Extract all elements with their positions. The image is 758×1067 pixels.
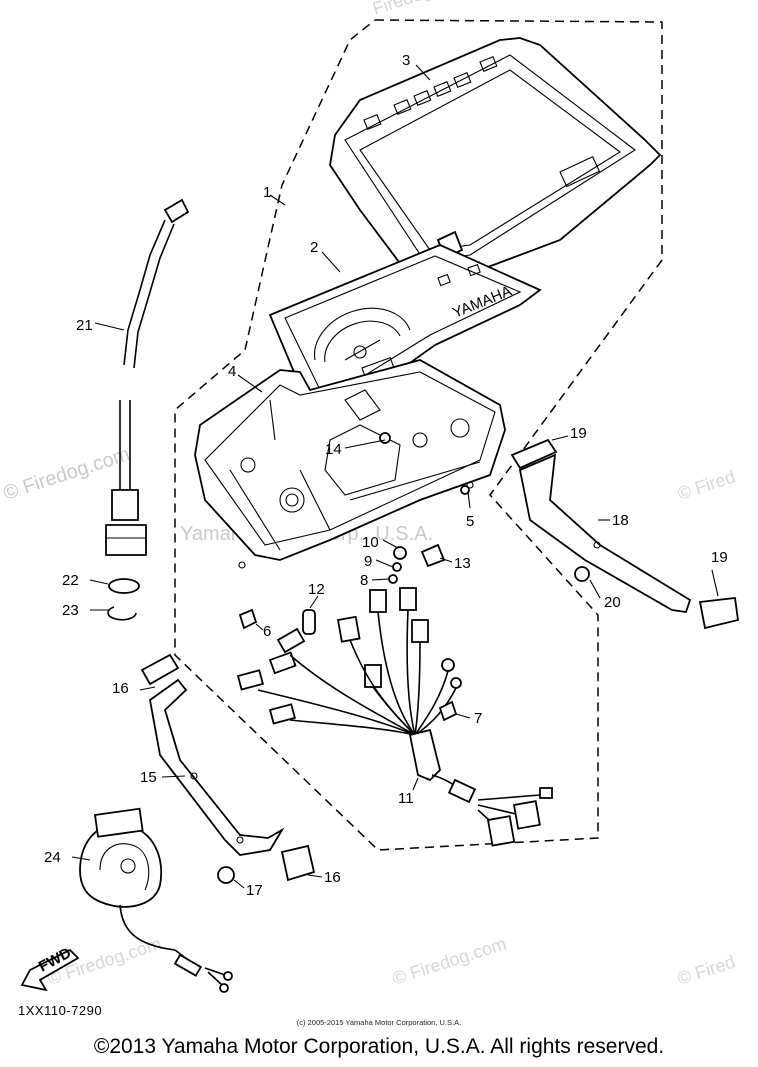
label-4: 4 bbox=[228, 363, 236, 380]
part-23-circlip bbox=[107, 606, 137, 621]
label-18: 18 bbox=[612, 512, 629, 529]
watermark-bottom-right: © Fired bbox=[675, 951, 738, 988]
part-22-o-ring bbox=[108, 578, 140, 594]
label-11: 11 bbox=[398, 790, 414, 807]
label-8: 8 bbox=[360, 572, 368, 589]
label-10: 10 bbox=[362, 534, 379, 551]
watermark-right: © Fired bbox=[675, 466, 738, 503]
label-6: 6 bbox=[263, 623, 271, 640]
label-7: 7 bbox=[474, 710, 482, 727]
callout-labels: 1 2 3 4 5 6 7 8 9 10 11 12 13 14 15 16 1… bbox=[44, 52, 728, 899]
part-6-screw bbox=[238, 608, 258, 630]
part-18-meter-stay bbox=[518, 453, 692, 613]
part-21-speedo-cable bbox=[105, 198, 190, 556]
label-12: 12 bbox=[308, 581, 325, 598]
label-9: 9 bbox=[364, 553, 372, 570]
part-12-bulbs bbox=[302, 609, 316, 635]
part-24-sensor bbox=[79, 807, 233, 993]
small-fasteners bbox=[379, 432, 470, 584]
label-16-upper: 16 bbox=[112, 680, 129, 697]
watermark-top: Firedog.com bbox=[370, 0, 471, 19]
label-23: 23 bbox=[62, 602, 79, 619]
label-16-lower: 16 bbox=[324, 869, 341, 886]
label-17: 17 bbox=[246, 882, 263, 899]
part-3-meter-cover bbox=[329, 37, 662, 286]
label-5: 5 bbox=[466, 513, 474, 530]
part-4-meter-case bbox=[194, 359, 506, 569]
watermark-bottom-center: © Firedog.com bbox=[390, 933, 509, 989]
part-19-damper-lower bbox=[698, 597, 740, 630]
diagram-code: 1XX110-7290 bbox=[18, 1003, 103, 1018]
label-15: 15 bbox=[140, 769, 157, 786]
label-21: 21 bbox=[76, 317, 93, 334]
part-15-meter-stay bbox=[149, 678, 285, 856]
label-19-upper: 19 bbox=[570, 425, 587, 442]
part-19-damper-upper bbox=[510, 438, 558, 470]
label-13: 13 bbox=[454, 555, 471, 572]
part-17-nut bbox=[217, 866, 235, 884]
part-11-wire-harness bbox=[236, 587, 553, 847]
label-2: 2 bbox=[310, 239, 318, 256]
label-1: 1 bbox=[263, 184, 271, 201]
part-16-damper-upper bbox=[140, 653, 180, 686]
label-22: 22 bbox=[62, 572, 79, 589]
label-3: 3 bbox=[402, 52, 410, 69]
leader-lines bbox=[71, 64, 719, 889]
part-16-damper-lower bbox=[280, 844, 316, 882]
label-14: 14 bbox=[325, 441, 342, 458]
part-7-screw bbox=[438, 700, 458, 722]
small-copyright: (c) 2005-2015 Yamaha Motor Corporation, … bbox=[296, 1018, 462, 1027]
label-20: 20 bbox=[604, 594, 621, 611]
copyright-notice: ©2013 Yamaha Motor Corporation, U.S.A. A… bbox=[93, 1035, 665, 1058]
label-19-lower: 19 bbox=[711, 549, 728, 566]
assembly-outline bbox=[174, 19, 663, 851]
label-24: 24 bbox=[44, 849, 61, 866]
part-20-nut bbox=[574, 566, 590, 582]
